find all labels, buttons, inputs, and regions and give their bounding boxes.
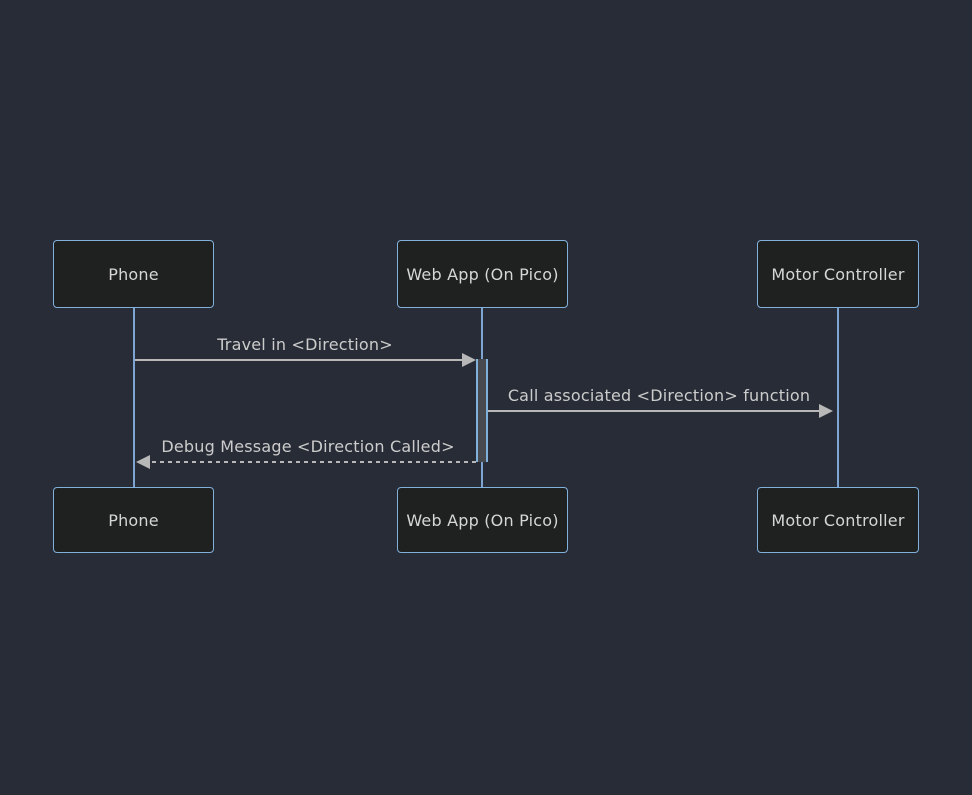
lifeline-phone (133, 308, 135, 487)
actor-phone-top: Phone (53, 240, 214, 308)
message-arrow-travel (135, 353, 476, 367)
actor-webapp-top: Web App (On Pico) (397, 240, 568, 308)
actor-webapp-bottom-label: Web App (On Pico) (406, 510, 559, 530)
actor-phone-bottom-label: Phone (108, 510, 159, 530)
actor-motor-controller-top-label: Motor Controller (771, 264, 905, 284)
actor-motor-controller-top: Motor Controller (757, 240, 919, 308)
activation-bar-webapp (476, 359, 488, 462)
message-label-call-function: Call associated <Direction> function (507, 386, 811, 405)
message-label-travel: Travel in <Direction> (217, 335, 393, 354)
actor-motor-controller-bottom-label: Motor Controller (771, 510, 905, 530)
actor-webapp-top-label: Web App (On Pico) (406, 264, 559, 284)
actor-webapp-bottom: Web App (On Pico) (397, 487, 568, 553)
actor-motor-controller-bottom: Motor Controller (757, 487, 919, 553)
message-label-debug-return: Debug Message <Direction Called> (161, 437, 455, 456)
actor-phone-top-label: Phone (108, 264, 159, 284)
lifeline-motor-controller (837, 308, 839, 487)
actor-phone-bottom: Phone (53, 487, 214, 553)
message-arrow-call-function (488, 404, 833, 418)
message-arrow-debug-return (136, 455, 476, 469)
